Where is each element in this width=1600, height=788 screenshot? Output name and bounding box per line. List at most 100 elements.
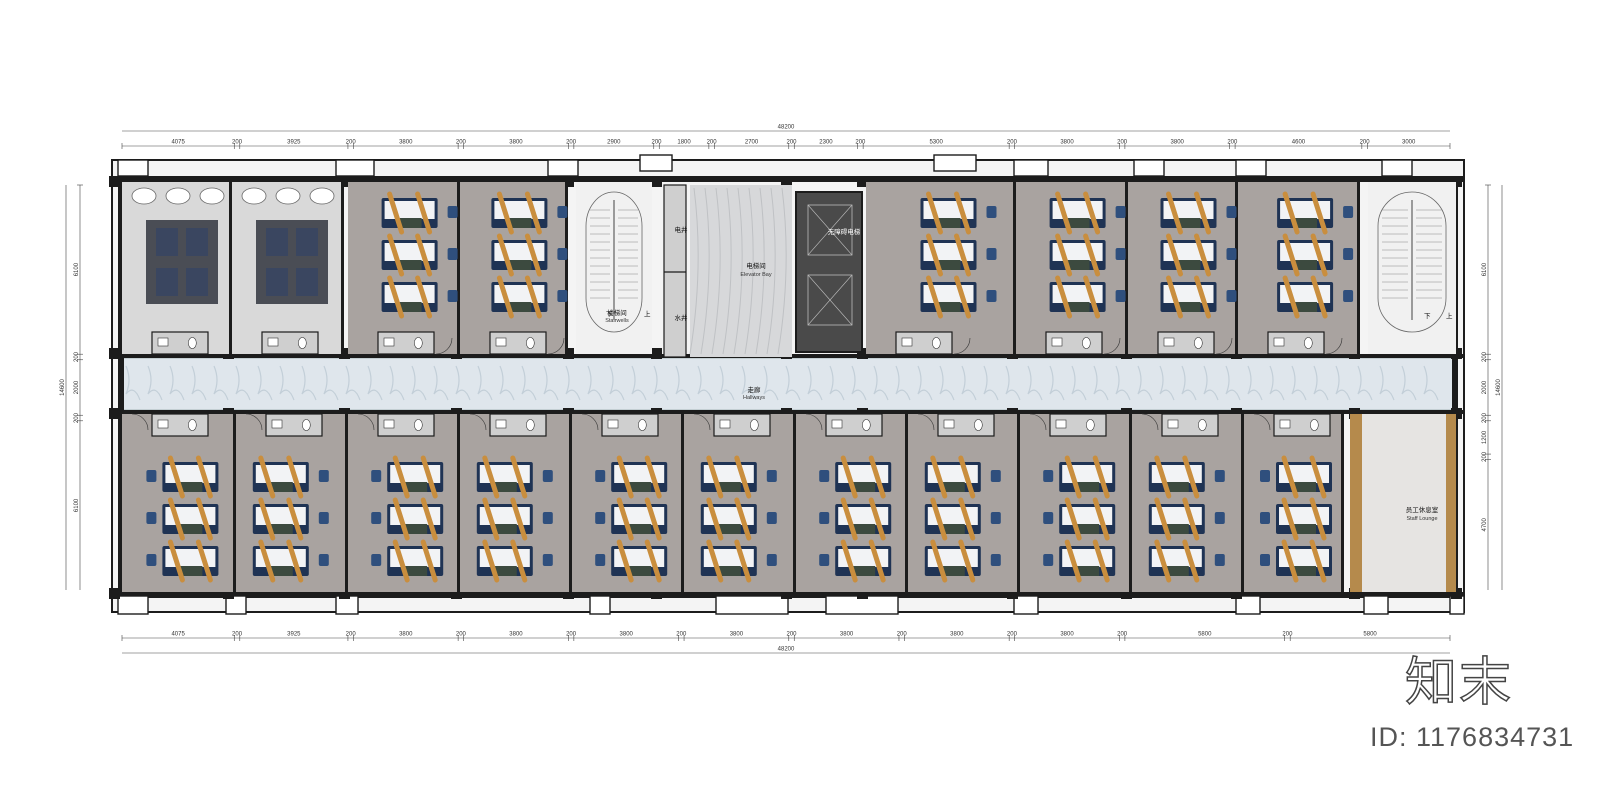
bed-runner: [1166, 191, 1183, 235]
bed-runner: [482, 539, 500, 583]
marble-vein: [755, 187, 765, 355]
structural-column: [857, 588, 868, 599]
stool: [1214, 470, 1225, 482]
bedside-table: [716, 524, 741, 534]
bed-runner: [954, 233, 971, 277]
stool: [1226, 206, 1237, 218]
top-dimension-segment-label: 200: [456, 140, 467, 146]
armchair: [296, 268, 318, 296]
guest-room-south: [236, 413, 348, 592]
bathroom: [151, 413, 209, 437]
door-swing: [469, 413, 487, 431]
stool: [318, 470, 329, 482]
bedside-table: [1293, 302, 1318, 312]
bed-unit: [491, 275, 568, 319]
partition-wall: [229, 180, 232, 354]
water-shaft-label: 水井: [675, 313, 689, 322]
bed-runner: [286, 539, 304, 583]
toilet-icon: [1198, 419, 1207, 431]
window-bay: [547, 159, 579, 177]
bed-unit: [146, 455, 219, 499]
corridor: [119, 357, 1457, 411]
guest-room-south: [572, 413, 684, 592]
bed-unit: [1277, 275, 1354, 319]
corridor-marble-vein: [1049, 365, 1065, 401]
door-swing: [1029, 413, 1047, 431]
bed-runner: [1310, 191, 1328, 235]
stool: [146, 554, 157, 566]
corridor-marble-vein: [1313, 365, 1329, 401]
bed-runner: [420, 497, 438, 541]
bed-runner: [1083, 191, 1101, 235]
corridor-marble-vein: [1181, 365, 1197, 401]
corridor-marble-vein: [477, 365, 493, 401]
bed-unit: [1148, 497, 1225, 541]
guest-room-south: [122, 413, 236, 592]
marble-vein: [722, 187, 732, 355]
window-bay: [1235, 595, 1261, 615]
bed-unit: [476, 539, 553, 583]
top-dimension-segment-label: 200: [1227, 140, 1238, 146]
top-dimension-overall-label: 48200: [778, 125, 795, 131]
armchair: [156, 268, 178, 296]
right-dimension-segment-label: 1200: [1482, 430, 1488, 444]
corridor-marble-vein: [433, 365, 449, 401]
bed-runner: [1092, 455, 1110, 499]
bed-runner: [1092, 497, 1110, 541]
bottom-dimension-segment-label: 200: [676, 632, 687, 638]
corridor-marble-vein: [983, 365, 999, 401]
bed-runner: [958, 497, 976, 541]
elevator-car-cross: [807, 204, 853, 256]
stool: [990, 512, 1001, 524]
stair-flight-outline: [1377, 191, 1447, 333]
stool: [557, 290, 568, 302]
partition-wall: [1235, 180, 1238, 354]
corridor-marble-vein: [851, 365, 867, 401]
bathtub-icon: [309, 187, 335, 205]
stool: [557, 248, 568, 260]
east-exterior-wall: [1452, 176, 1458, 598]
bedside-table: [1292, 524, 1316, 534]
corridor-marble-vein: [1093, 365, 1109, 401]
structural-column: [109, 348, 120, 359]
sink-icon: [157, 337, 169, 347]
door-swing: [245, 413, 263, 431]
bed-runner: [1182, 539, 1200, 583]
door-swing: [581, 413, 599, 431]
bed-runner: [840, 455, 858, 499]
bottom-dimension-segment-label: 3800: [399, 632, 413, 638]
bed-runner: [1154, 497, 1172, 541]
bed-runner: [387, 191, 405, 235]
bed-runner: [1309, 539, 1327, 583]
door-swing: [1103, 337, 1121, 355]
window-bay: [589, 595, 611, 615]
sink-icon: [1051, 337, 1063, 347]
bed-runner: [482, 455, 500, 499]
elevator-car: [807, 274, 853, 326]
bed-runner: [1055, 275, 1073, 319]
top-dimension-segment-label: 2300: [819, 140, 833, 146]
stool: [542, 554, 553, 566]
corridor-marble-vein: [411, 365, 427, 401]
bathtub-icon: [241, 187, 267, 205]
bed-unit: [595, 455, 668, 499]
corridor-marble-vein: [939, 365, 955, 401]
bottom-dimension-segment-label: 3800: [620, 632, 634, 638]
sink-icon: [267, 337, 279, 347]
corridor-marble-vein: [807, 365, 823, 401]
structural-column: [339, 408, 350, 419]
structural-column: [781, 176, 792, 187]
stool: [986, 206, 997, 218]
stair-up-mark-right: 上: [1446, 311, 1453, 320]
stool: [1043, 470, 1054, 482]
bed-runner: [734, 539, 752, 583]
bed-unit: [371, 497, 444, 541]
stool: [1115, 206, 1126, 218]
structural-column: [1349, 176, 1360, 187]
bed-unit: [476, 497, 553, 541]
bed-unit: [700, 497, 777, 541]
elevator-bay-floor: [690, 185, 792, 357]
bedside-table: [1065, 260, 1090, 270]
